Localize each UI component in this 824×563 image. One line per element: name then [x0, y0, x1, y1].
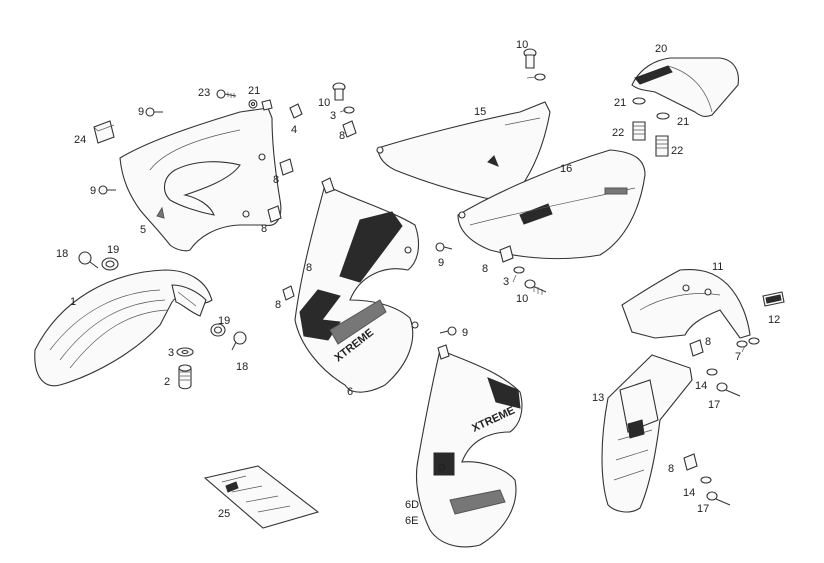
part-tail-cover-20 [631, 57, 739, 117]
part-washers-7 [736, 337, 760, 348]
part-clip-8-f [689, 339, 704, 357]
part-screw-23 [216, 89, 237, 99]
decal-badge-letter: D [438, 462, 446, 474]
part-rear-fender-13 [601, 354, 693, 513]
callout-22-b: 22 [671, 145, 683, 157]
callout-10-right: 10 [516, 293, 528, 305]
part-screw-9-c [435, 242, 453, 252]
part-bolt-10-right [513, 266, 547, 295]
part-clip-8-e [499, 245, 514, 263]
callout-5: 5 [140, 224, 146, 236]
callout-24: 24 [74, 134, 86, 146]
callout-8-e: 8 [482, 263, 488, 275]
callout-25: 25 [218, 508, 230, 520]
part-clip-4 [289, 103, 303, 119]
part-washer-21-left [248, 99, 273, 111]
part-front-mudguard [34, 269, 213, 387]
part-spring-22-a [632, 121, 646, 141]
part-screw-9-b [98, 185, 116, 195]
part-washer-21-b [656, 112, 670, 120]
part-decal-sheet [203, 465, 320, 529]
part-clip-8-d [282, 285, 295, 301]
callout-18-right: 18 [236, 361, 248, 373]
callout-4: 4 [291, 124, 297, 136]
part-side-panel-16 [457, 149, 646, 260]
part-washer-14-b [700, 476, 712, 484]
callout-1: 1 [70, 296, 76, 308]
callout-6d: 6D [405, 499, 419, 511]
callout-17-a: 17 [708, 399, 720, 411]
callout-9-a: 9 [138, 106, 144, 118]
callout-17-b: 17 [697, 503, 709, 515]
part-clip-8-b [267, 205, 282, 223]
callout-7: 7 [735, 351, 741, 363]
callout-19-left: 19 [107, 244, 119, 256]
callout-8-c: 8 [306, 262, 312, 274]
callout-13: 13 [592, 392, 604, 404]
callout-3-right: 3 [503, 276, 509, 288]
part-screw-17-a [716, 382, 741, 397]
part-clip-8-a [279, 158, 294, 176]
callout-11: 11 [712, 261, 723, 273]
part-grommet-left [78, 251, 119, 271]
callout-9-d: 9 [462, 327, 468, 339]
leader-lines [339, 76, 746, 353]
callout-22-a: 22 [612, 127, 624, 139]
callout-2: 2 [164, 376, 170, 388]
callout-6e: 6E [405, 515, 418, 527]
callout-23: 23 [198, 87, 210, 99]
part-side-cover-6d: XTREME D [415, 344, 523, 548]
callout-12: 12 [768, 314, 780, 326]
callout-8-f: 8 [705, 336, 711, 348]
part-washer-14-a [706, 368, 718, 376]
callout-16: 16 [560, 163, 572, 175]
callout-labels: 1 2 3 3 3 4 5 6 6D 6E 7 8 8 8 8 8 8 8 8 … [56, 39, 780, 527]
callout-19-right: 19 [218, 315, 230, 327]
callout-8-d: 8 [275, 299, 281, 311]
callout-10-upper: 10 [318, 97, 330, 109]
part-screw-9-a [145, 107, 163, 117]
part-side-cover-6: XTREME [294, 177, 420, 393]
callout-15: 15 [474, 106, 486, 118]
part-rear-mudguard-11 [621, 268, 751, 339]
callout-21-right-a: 21 [614, 97, 626, 109]
part-left-radiator-shroud [119, 107, 282, 252]
callout-21-left: 21 [248, 85, 260, 97]
part-clip-8-g [683, 453, 698, 471]
part-screw-17-b [706, 491, 731, 506]
callout-14-a: 14 [695, 380, 707, 392]
callout-10-top: 10 [516, 39, 528, 51]
part-bolt-front-lower [176, 347, 194, 390]
callout-14-b: 14 [683, 487, 695, 499]
callout-9-c: 9 [438, 257, 444, 269]
part-rubber-pad [93, 120, 115, 144]
part-reflector-12 [762, 291, 785, 307]
part-grommet-right [210, 323, 247, 351]
part-bolt-10-upper-left [332, 82, 357, 138]
callout-8-a: 8 [273, 174, 279, 186]
callout-21-right-b: 21 [677, 116, 689, 128]
part-washer-21-a [632, 97, 646, 105]
callout-8-g: 8 [668, 463, 674, 475]
callout-9-b: 9 [90, 185, 96, 197]
callout-3-upper: 3 [330, 110, 336, 122]
part-spring-22-b [655, 135, 669, 157]
callout-8-upper: 8 [339, 130, 345, 142]
callout-3-front: 3 [168, 347, 174, 359]
callout-8-b: 8 [261, 223, 267, 235]
part-bolt-10-top-center [523, 48, 546, 81]
part-screw-9-d [439, 326, 457, 336]
callout-18-left: 18 [56, 248, 68, 260]
callout-20: 20 [655, 43, 667, 55]
callout-6: 6 [347, 386, 353, 398]
